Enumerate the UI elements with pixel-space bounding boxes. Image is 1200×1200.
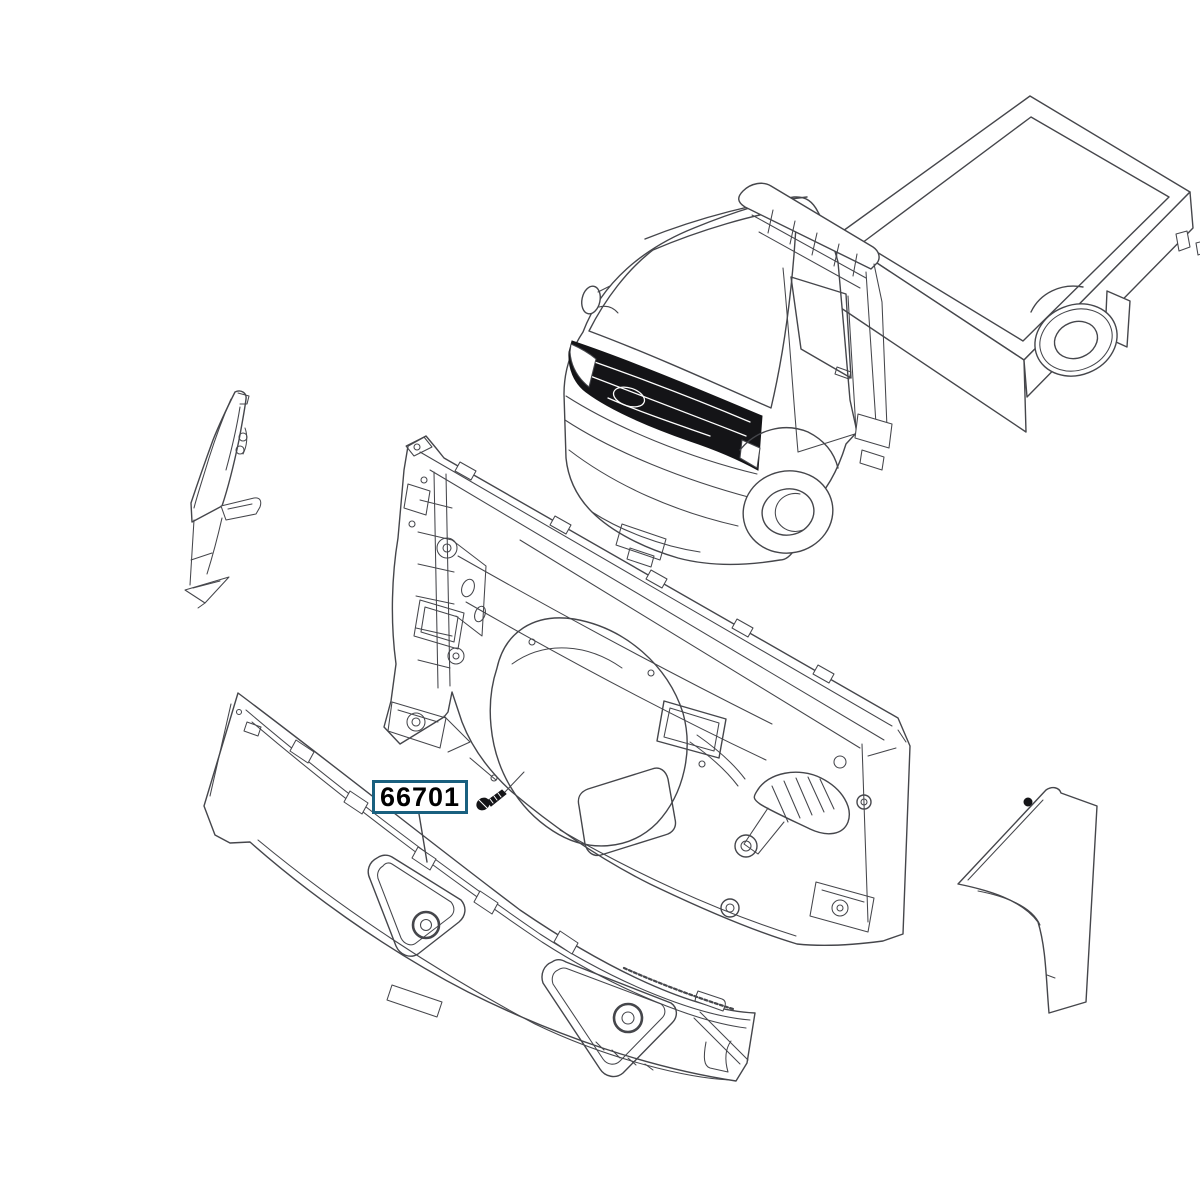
screw-icon — [476, 771, 525, 811]
cowl-right-recess — [541, 959, 678, 1078]
door-handle — [834, 366, 852, 380]
cowl-crease-line — [257, 839, 731, 1081]
dash-panel-top-flange — [419, 451, 893, 749]
cowl-right-tip — [595, 966, 749, 1073]
brand-logo-ellipse — [612, 386, 646, 408]
part-number-callout[interactable]: 66701 — [372, 780, 468, 814]
left-grommet — [411, 910, 441, 940]
cowl-left-recess — [367, 854, 466, 957]
cowl-flange-line — [245, 709, 751, 1021]
cowl-top-panel-illustration — [203, 692, 756, 1082]
left-headlight — [569, 343, 597, 388]
dash-panel-right-wall — [469, 729, 907, 937]
cowl-bottom-tab — [386, 984, 443, 1018]
highlighted-cowl-area — [568, 340, 763, 471]
tunnel-opening — [577, 767, 677, 857]
truck-cab — [563, 182, 893, 568]
side-mirror — [581, 285, 601, 315]
rear-wheel — [1030, 285, 1131, 377]
front-bumper — [564, 395, 758, 568]
right-headlight — [739, 439, 761, 469]
dash-panel-right-opening — [656, 700, 727, 759]
truck-bed — [835, 95, 1200, 433]
part-number-text: 66701 — [379, 781, 461, 812]
pillar-panel-illustration — [184, 390, 262, 609]
dash-panel-outline — [383, 435, 911, 946]
dash-panel-ribbed-bracket — [743, 771, 850, 855]
dash-panel-grommets — [490, 638, 872, 918]
cab-guard-frame — [738, 182, 893, 471]
front-wheel — [739, 427, 839, 554]
right-grommet — [612, 1002, 644, 1034]
fender-clip-dot — [1023, 797, 1033, 807]
dash-panel-left-brackets — [387, 436, 487, 753]
windshield — [588, 207, 798, 409]
screw-leader-line — [504, 771, 525, 793]
fender-panel-illustration — [957, 786, 1098, 1014]
dash-panel-tunnel-hump — [489, 617, 688, 857]
dash-panel-illustration — [383, 435, 911, 946]
door-window — [790, 276, 852, 379]
callout-leader-line — [418, 813, 428, 863]
pillar-bracket-tab — [220, 497, 262, 521]
truck-illustration — [563, 95, 1200, 568]
